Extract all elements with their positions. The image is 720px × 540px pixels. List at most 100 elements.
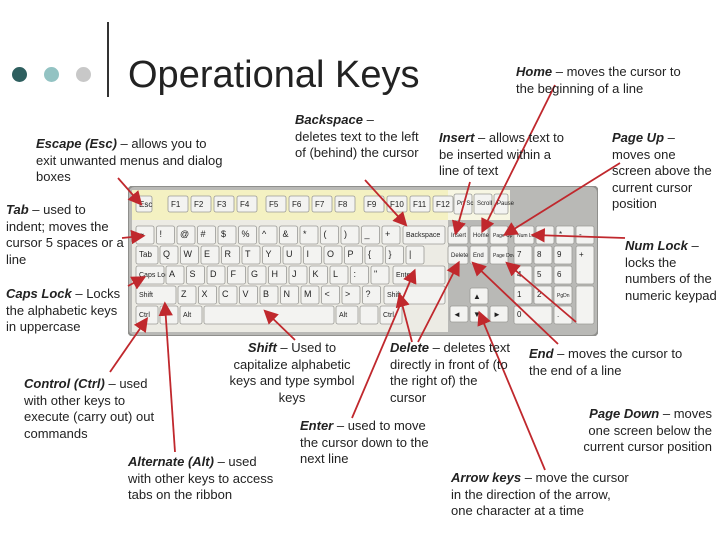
arrow-right-key: ► bbox=[489, 305, 509, 323]
num-row-key-4: $ bbox=[217, 225, 237, 245]
svg-text:End: End bbox=[473, 253, 484, 259]
z-row-key-2: C bbox=[218, 285, 238, 305]
svg-text:1: 1 bbox=[517, 290, 522, 299]
svg-text:I: I bbox=[307, 249, 310, 259]
tab-key: Tab bbox=[135, 245, 159, 265]
svg-text:Page Down: Page Down bbox=[493, 253, 519, 259]
svg-text:Ctrl: Ctrl bbox=[139, 312, 150, 319]
svg-text:Pause: Pause bbox=[497, 201, 515, 207]
q-row-key-2: E bbox=[200, 245, 220, 265]
q-row-key-5: Y bbox=[262, 245, 281, 265]
svg-text:|: | bbox=[409, 249, 411, 259]
svg-text:PgDn: PgDn bbox=[557, 293, 570, 299]
svg-text:^: ^ bbox=[262, 229, 267, 239]
bullet-dot-1 bbox=[12, 67, 27, 82]
svg-text:Insert: Insert bbox=[451, 233, 466, 239]
svg-text:~: ~ bbox=[139, 229, 144, 239]
svg-text:N: N bbox=[284, 289, 291, 299]
svg-text:}: } bbox=[389, 249, 392, 259]
svg-text:#: # bbox=[201, 229, 206, 239]
a-row-key-2: D bbox=[206, 265, 226, 285]
svg-text:A: A bbox=[169, 269, 175, 279]
num-row-key-1: ! bbox=[156, 225, 175, 245]
note-control: Control (Ctrl) – used with other keys to… bbox=[24, 376, 155, 441]
svg-text:F2: F2 bbox=[194, 200, 204, 209]
num-row-key-5: % bbox=[238, 225, 257, 245]
svg-text:G: G bbox=[251, 269, 258, 279]
svg-text:Q: Q bbox=[163, 249, 170, 259]
a-row-key-3: F bbox=[227, 265, 246, 285]
insert-key: Insert bbox=[447, 225, 469, 245]
a-row-key-1: S bbox=[186, 265, 205, 285]
numpad-multiply-key: * bbox=[555, 225, 575, 245]
z-row-key-0: Z bbox=[177, 285, 197, 305]
numpad-decimal-key: . bbox=[553, 305, 573, 325]
svg-text::: : bbox=[354, 269, 357, 279]
num-row-key-0: ~ bbox=[135, 225, 155, 245]
arrow-down-key: ▼ bbox=[469, 305, 489, 323]
arrow-left-key: ◄ bbox=[449, 305, 469, 323]
svg-text:◄: ◄ bbox=[453, 310, 461, 319]
svg-text:S: S bbox=[190, 269, 196, 279]
function-key-f5: F5 bbox=[265, 195, 287, 213]
svg-text:B: B bbox=[263, 289, 269, 299]
svg-text:Tab: Tab bbox=[139, 250, 152, 259]
note-end: End – moves the cursor to the end of a l… bbox=[529, 346, 683, 378]
numpad-9-key: 9 bbox=[553, 245, 573, 265]
enter-key: Enter bbox=[392, 265, 446, 285]
svg-text:F: F bbox=[231, 269, 237, 279]
svg-text:Alt: Alt bbox=[183, 312, 191, 319]
home-key: Home bbox=[469, 225, 490, 245]
note-backspace: Backspace – deletes text to the left of … bbox=[295, 112, 419, 160]
z-row-key-1: X bbox=[198, 285, 217, 305]
svg-text:F6: F6 bbox=[292, 200, 302, 209]
numpad-6-key: 6 bbox=[553, 265, 573, 285]
ctrl-right-key: Ctrl bbox=[379, 305, 403, 325]
svg-text:M: M bbox=[304, 289, 312, 299]
function-key-f6: F6 bbox=[288, 195, 310, 213]
svg-text:X: X bbox=[202, 289, 208, 299]
numpad-enter-key bbox=[575, 285, 595, 325]
alt-right-key: Alt bbox=[335, 305, 359, 325]
z-row-key-7: < bbox=[321, 285, 340, 305]
a-row-key-9: : bbox=[350, 265, 369, 285]
svg-text:W: W bbox=[184, 249, 193, 259]
z-row-key-6: M bbox=[300, 285, 320, 305]
svg-text:O: O bbox=[327, 249, 334, 259]
svg-text:*: * bbox=[559, 230, 562, 239]
note-arrow-keys: Arrow keys – move the cursor in the dire… bbox=[451, 470, 629, 518]
numpad-pgdn-key: PgDn bbox=[553, 285, 573, 305]
svg-text:►: ► bbox=[493, 310, 501, 319]
backspace-key: Backspace bbox=[402, 225, 446, 245]
svg-text:+: + bbox=[579, 250, 584, 259]
num-row-key-10: ) bbox=[340, 225, 360, 245]
svg-text:T: T bbox=[245, 249, 251, 259]
num-row-key-3: # bbox=[197, 225, 216, 245]
svg-text:+: + bbox=[385, 229, 390, 239]
num-row-key-7: & bbox=[279, 225, 298, 245]
svg-text:▼: ▼ bbox=[473, 310, 481, 319]
q-row-key-3: R bbox=[221, 245, 240, 265]
q-row-key-0: Q bbox=[159, 245, 179, 265]
z-row-key-8: > bbox=[341, 285, 361, 305]
menu-key bbox=[359, 305, 379, 325]
note-num-lock: Num Lock – locks the numbers of the nume… bbox=[625, 238, 717, 303]
a-row-key-10: " bbox=[370, 265, 390, 285]
svg-text:L: L bbox=[333, 269, 338, 279]
svg-text:.: . bbox=[557, 310, 559, 319]
svg-text:8: 8 bbox=[537, 250, 542, 259]
numpad-0-key: 0 bbox=[513, 305, 553, 325]
note-home: Home – moves the cursor to the beginning… bbox=[516, 64, 681, 96]
svg-text:&: & bbox=[283, 229, 289, 239]
numpad-8-key: 8 bbox=[533, 245, 553, 265]
svg-text:Prt Sc: Prt Sc bbox=[457, 201, 473, 207]
svg-text:Page Up: Page Up bbox=[493, 233, 513, 239]
svg-text:F4: F4 bbox=[240, 200, 250, 209]
numpad-7-key: 7 bbox=[513, 245, 533, 265]
svg-text:H: H bbox=[272, 269, 279, 279]
q-row-key-10: { bbox=[364, 245, 384, 265]
esc-key: Esc bbox=[135, 195, 153, 213]
svg-text:U: U bbox=[286, 249, 293, 259]
delete-key: Delete bbox=[447, 245, 469, 265]
ctrl-key: Ctrl bbox=[135, 305, 159, 325]
